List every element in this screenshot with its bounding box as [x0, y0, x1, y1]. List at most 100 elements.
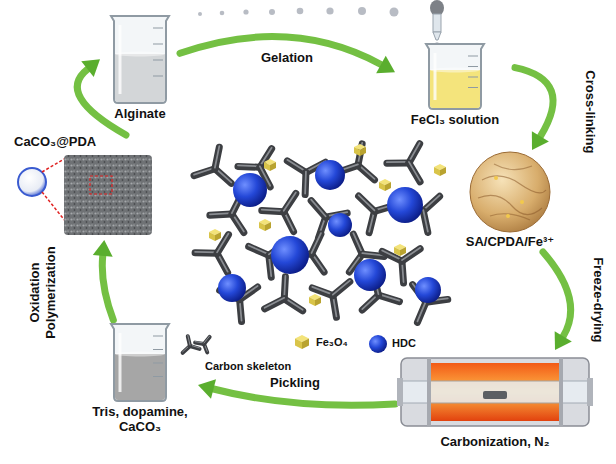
rect-shape	[397, 378, 403, 406]
line-shape	[42, 192, 66, 222]
cube-left	[354, 147, 360, 156]
cube-left	[434, 167, 440, 176]
path-shape	[482, 176, 546, 193]
node-drawing	[105, 320, 175, 404]
node-label: CaCO₃@PDA	[14, 135, 96, 150]
line-shape	[153, 28, 163, 29]
node-drawing	[10, 152, 155, 237]
arrow-head	[198, 379, 216, 398]
carbon-highlight	[188, 335, 190, 345]
carbon-arm	[312, 234, 321, 254]
line-shape	[153, 60, 163, 61]
line-shape	[434, 53, 437, 100]
circle-shape	[358, 7, 366, 15]
carbon-highlight	[284, 276, 285, 298]
step-label: Oxidation Polymerization	[26, 240, 57, 345]
process-arrow	[515, 68, 553, 150]
arrow-head	[93, 240, 113, 257]
line-shape	[468, 66, 478, 67]
hdc-sphere	[233, 173, 267, 207]
hdc-sphere	[354, 259, 386, 291]
hdc-sphere	[271, 236, 309, 274]
cube-left	[379, 182, 385, 191]
cube-right	[215, 232, 221, 241]
rect-shape	[587, 378, 593, 406]
cube-left	[259, 222, 265, 231]
carbon-highlight	[359, 195, 375, 210]
carbon-highlight	[284, 192, 296, 210]
carbon-highlight	[312, 287, 333, 295]
cube-right	[400, 247, 406, 256]
cube-right	[302, 339, 309, 350]
carbon-arm	[409, 163, 420, 182]
carbon-highlight	[333, 281, 350, 295]
node-drawing	[420, 40, 490, 112]
line-shape	[468, 87, 478, 88]
path-shape	[478, 195, 542, 214]
rect-shape	[397, 381, 593, 403]
rect-shape	[401, 358, 589, 426]
carbon-arm	[359, 196, 375, 211]
cube-right	[440, 167, 446, 176]
cube-right	[270, 162, 276, 171]
circle-shape	[18, 168, 46, 196]
rect-shape	[433, 14, 441, 32]
cube-left	[295, 339, 302, 350]
legend-text: HDC	[392, 337, 416, 350]
arrow-head	[81, 59, 100, 77]
cube-right	[360, 147, 366, 156]
step-label: Pickling	[270, 375, 320, 391]
drop-trail	[198, 7, 399, 17]
path-shape	[426, 44, 484, 109]
hdc-sphere	[315, 160, 345, 190]
path-shape	[430, 70, 480, 108]
circle-shape	[506, 214, 510, 218]
rect-shape	[427, 358, 431, 426]
dropper	[430, 0, 444, 46]
cube-left	[394, 247, 400, 256]
arrow-head	[376, 56, 395, 74]
ellipse-shape	[115, 52, 165, 57]
legend-icons	[183, 335, 387, 353]
carbon-highlight	[312, 233, 321, 253]
line-shape	[42, 158, 66, 172]
carbon-highlight	[204, 336, 210, 343]
hdc-sphere	[387, 187, 423, 223]
path-shape	[490, 214, 530, 220]
carbon-arm	[284, 193, 296, 211]
line-shape	[153, 376, 163, 377]
alginate-beaker: Alginate	[100, 12, 180, 130]
hdc-sphere	[415, 277, 441, 303]
carbon-highlight	[353, 233, 362, 253]
node-label: Tris, dopamine, CaCO₃	[86, 405, 194, 435]
circle-shape	[390, 8, 399, 17]
carbon-highlight	[311, 200, 325, 217]
fecl3-beaker: FeCl₃ solution	[395, 40, 515, 132]
node-label: Alginate	[114, 107, 165, 122]
path-shape	[433, 32, 441, 40]
circle-shape	[269, 9, 275, 15]
carbon-highlight	[423, 210, 428, 232]
carbon-network	[194, 143, 448, 323]
node-drawing	[460, 150, 560, 234]
carbon-highlight	[249, 246, 269, 255]
rect-shape	[559, 358, 563, 426]
gel-bead: SA/CPDA/Fe³⁺	[455, 150, 565, 252]
arrow-shaft	[102, 256, 113, 320]
carbon-highlight	[409, 143, 420, 162]
carbon-highlight	[417, 301, 426, 321]
carbon-arm	[188, 336, 190, 346]
cube-right	[265, 222, 271, 231]
carbon-arm	[311, 201, 325, 218]
carbon-arm	[204, 337, 210, 344]
circle-shape	[220, 11, 225, 16]
arrow-shaft	[515, 68, 553, 137]
line-shape	[468, 56, 478, 57]
rect-shape	[483, 391, 507, 399]
cube-left	[309, 297, 315, 306]
node-label: Carbonization, N₂	[440, 435, 549, 450]
node-label: FeCl₃ solution	[411, 113, 499, 128]
arrow-head	[532, 131, 549, 150]
carbon-highlight	[423, 195, 439, 210]
